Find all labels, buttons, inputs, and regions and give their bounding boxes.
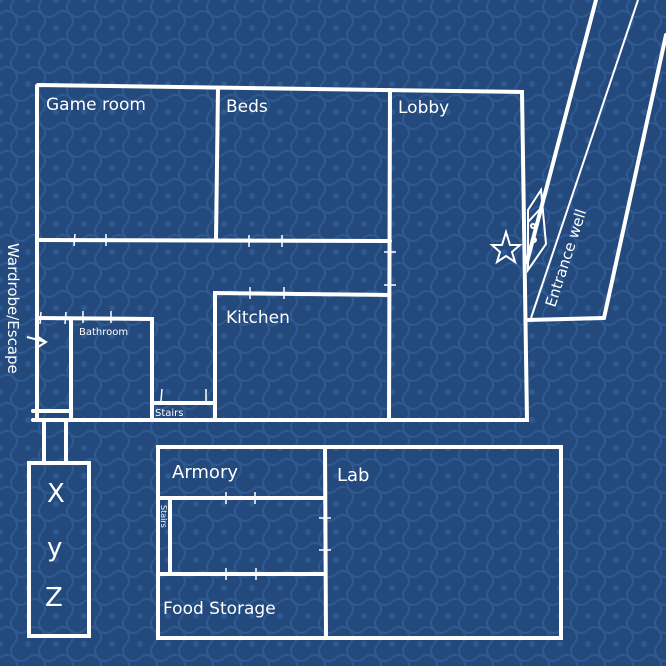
label-food-storage: Food Storage [163, 599, 276, 619]
label-armory: Armory [172, 462, 238, 483]
label-wardrobe-escape: Wardrobe/Escape [4, 243, 22, 374]
xyz-room [27, 461, 91, 638]
label-x: X [47, 479, 65, 509]
lower-building [156, 445, 563, 640]
label-bathroom: Bathroom [79, 327, 128, 338]
label-stairs-lower: Stairs [159, 505, 168, 528]
label-stairs-upper: Stairs [155, 408, 184, 419]
label-y: y [47, 533, 62, 563]
entrance-well [525, 0, 666, 322]
arrow-icon [26, 336, 48, 348]
label-z: Z [45, 583, 63, 613]
entrance-door [527, 187, 548, 274]
label-game-room: Game room [46, 95, 146, 115]
label-kitchen: Kitchen [226, 308, 290, 328]
label-lab: Lab [337, 465, 369, 486]
main-building [27, 83, 530, 638]
label-lobby: Lobby [398, 98, 449, 118]
star-icon [489, 228, 523, 265]
label-beds: Beds [226, 97, 268, 117]
